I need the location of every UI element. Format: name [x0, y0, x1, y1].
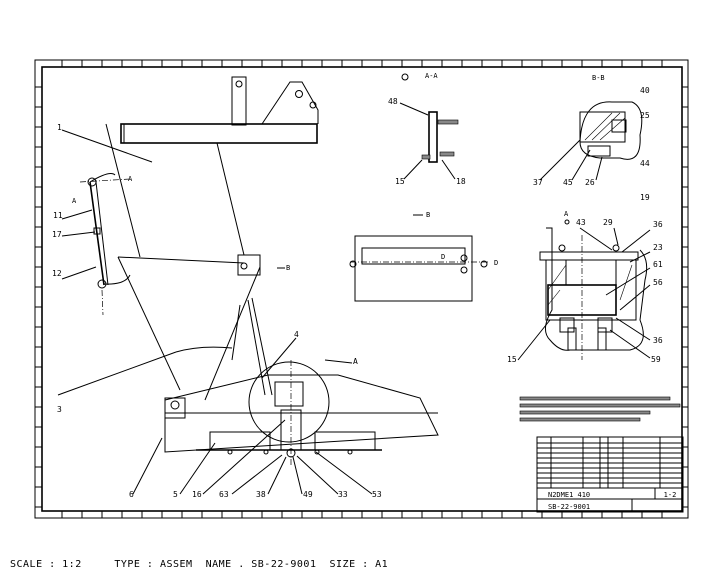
balloon-19: 19 — [640, 193, 650, 202]
balloon-36-bottom: 36 — [653, 336, 663, 345]
balloon-4: 4 — [294, 330, 299, 339]
view-bb-title: B-B — [592, 74, 605, 82]
balloon-43: 43 — [576, 218, 586, 227]
balloon-44: 44 — [640, 159, 650, 168]
detail-view-a: A 43 29 36 23 61 56 36 59 15 — [507, 210, 663, 364]
view-aa-title: A-A — [425, 72, 438, 80]
balloon-49: 49 — [303, 490, 313, 499]
view-b: B D D — [349, 211, 498, 302]
balloon-25: 25 — [640, 111, 650, 120]
balloon-36-top: 36 — [653, 220, 663, 229]
drawing-title: N2DME1 410 — [548, 491, 590, 499]
detail-a-title: A — [564, 210, 569, 218]
balloon-26: 26 — [585, 178, 595, 187]
balloon-37: 37 — [533, 178, 543, 187]
section-marker-b: B — [286, 264, 290, 272]
balloon-17: 17 — [52, 230, 62, 239]
main-view-balloons: 1 11 17 12 3 4 A 6 5 16 63 38 49 33 53 A… — [52, 123, 382, 499]
balloon-5: 5 — [173, 490, 178, 499]
section-marker-d-right: D — [494, 259, 498, 267]
balloon-18: 18 — [456, 177, 466, 186]
balloon-59: 59 — [651, 355, 661, 364]
section-marker-d-left: D — [441, 253, 445, 261]
balloon-3: 3 — [57, 405, 62, 414]
section-marker-a-side: A — [72, 197, 77, 205]
status-bar: SCALE : 1:2 TYPE : ASSEM NAME . SB-22-90… — [10, 559, 389, 570]
balloon-1: 1 — [57, 123, 62, 132]
balloon-6: 6 — [129, 490, 134, 499]
balloon-16: 16 — [192, 490, 202, 499]
balloon-56: 56 — [653, 278, 663, 287]
balloon-63: 63 — [219, 490, 229, 499]
balloon-61: 61 — [653, 260, 663, 269]
balloon-38: 38 — [256, 490, 266, 499]
main-assembly-view — [57, 76, 439, 465]
drawing-frame — [34, 59, 689, 519]
technical-notes — [519, 396, 681, 422]
balloon-23: 23 — [653, 243, 663, 252]
sheet-number: 1-2 — [664, 491, 677, 499]
balloon-11: 11 — [53, 211, 63, 220]
view-b-label: B — [426, 211, 430, 219]
balloon-15-aa: 15 — [395, 177, 405, 186]
balloon-48: 48 — [388, 97, 398, 106]
balloon-15-detail: 15 — [507, 355, 517, 364]
drawing-number: SB-22-9001 — [548, 503, 590, 511]
balloon-45: 45 — [563, 178, 573, 187]
section-view-a-a: A-A 48 15 18 — [388, 72, 466, 186]
section-view-b-b: B-B 40 25 44 19 37 45 26 — [533, 74, 650, 202]
balloon-a: A — [353, 357, 358, 366]
balloon-29: 29 — [603, 218, 613, 227]
balloon-53: 53 — [372, 490, 382, 499]
title-block: N2DME1 410 1-2 SB-22-9001 — [536, 436, 684, 513]
balloon-40: 40 — [640, 86, 650, 95]
balloon-33: 33 — [338, 490, 348, 499]
balloon-12: 12 — [52, 269, 62, 278]
section-marker-a-top: A — [128, 175, 133, 183]
